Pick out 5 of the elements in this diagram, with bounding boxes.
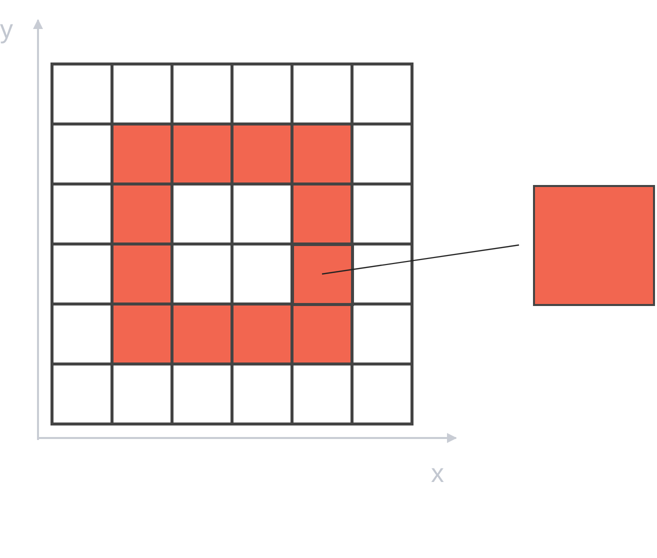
enlarged-pixel-square <box>533 185 655 306</box>
pixel-cell <box>290 242 354 306</box>
x-axis-label: x <box>431 460 444 486</box>
y-axis-label: y <box>0 16 13 42</box>
leader-line <box>322 244 520 275</box>
